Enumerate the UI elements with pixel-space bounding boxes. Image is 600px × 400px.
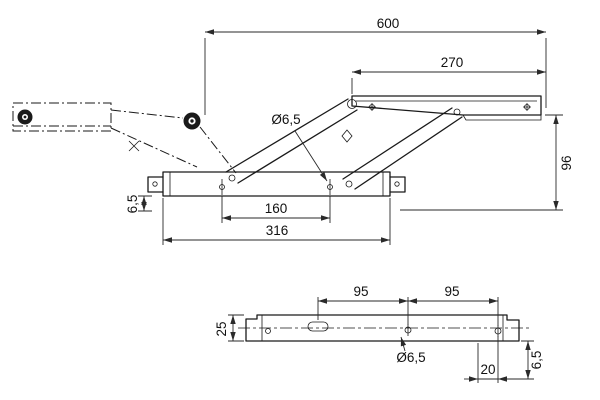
dim-95b-label: 95: [444, 284, 459, 299]
plan-hole-ticks: [407, 324, 499, 337]
hole-leader-side: [294, 130, 328, 182]
bracket-hole-left-cross: [368, 103, 376, 111]
dim-hole-spacing-plan: 95 95: [317, 284, 499, 326]
dim-20-label: 20: [480, 362, 495, 377]
phantom-cross-mark: [128, 140, 140, 152]
dim-25-label: 25: [214, 321, 229, 336]
base-plate-side: [147, 171, 406, 197]
dim-hole-callout-plan: Ø6,5: [396, 336, 426, 365]
phantom-link-lines: [110, 109, 237, 174]
dim-hole-callout-side: Ø6,5: [271, 112, 328, 182]
base-plate-bend-lines: [169, 172, 384, 196]
dim-edge-offset: 6,5: [504, 340, 544, 380]
dim-316-ext: [162, 198, 391, 245]
link-rear-lower-pivot: [228, 174, 236, 182]
phantom-bracket-outline: [12, 102, 112, 132]
dim-600-label: 600: [377, 16, 400, 31]
pivot-left-dot: [23, 115, 27, 119]
plan-slot: [307, 321, 329, 332]
link-rear-edges: [225, 98, 358, 184]
dim-65r-label: 6,5: [529, 351, 544, 370]
base-plate-right-tab: [389, 176, 406, 193]
dim-height: 96: [400, 114, 574, 211]
plan-view: 95 95 25 Ø6,5 20 6,5: [214, 284, 544, 383]
link-rear-upper-pivot: [347, 99, 357, 109]
dim-bracket-length: 270: [351, 55, 546, 94]
dim-96-label: 96: [559, 155, 574, 170]
dim-tab-offset: 6,5: [125, 195, 152, 214]
plan-bend-lines: [261, 315, 504, 341]
dim-316-label: 316: [266, 223, 289, 238]
pivot-center-dot: [190, 119, 194, 123]
dim-overall-length: 600: [204, 16, 547, 115]
link-rear: [225, 98, 358, 184]
pivot-center: [183, 112, 201, 130]
plan-outline: [245, 314, 520, 342]
link-front-lower-pivot: [345, 180, 353, 188]
right-tab-hole: [394, 181, 400, 187]
link-front: [342, 107, 463, 190]
dim-160-label: 160: [265, 201, 288, 216]
side-view: 600 270 96 Ø6,5 6,5 160: [12, 16, 574, 245]
dim-96-ext: [400, 114, 563, 211]
pivot-left: [17, 109, 33, 125]
link-front-edges: [342, 107, 463, 190]
dim-600-ext: [204, 38, 547, 115]
left-bracket-phantom: [12, 102, 353, 174]
dim-270-label: 270: [441, 55, 464, 70]
phantom-hole-diamond: [341, 129, 353, 143]
base-plate-plan: [238, 314, 530, 342]
bracket-hole-right-cross: [523, 103, 531, 111]
dim-95a-label: 95: [353, 284, 368, 299]
dim-65-label: 6,5: [125, 195, 140, 214]
hole-leader-plan: [400, 336, 407, 352]
dim-20-ext: [477, 336, 499, 383]
base-plate-left-tab: [147, 176, 164, 193]
left-tab-hole: [152, 181, 158, 187]
hole-callout-plan-label: Ø6,5: [396, 350, 425, 365]
base-plate-outline: [162, 171, 391, 197]
dim-plate-width: 25: [214, 314, 244, 342]
hole-callout-side-label: Ø6,5: [271, 112, 300, 127]
dim-65-ext: [138, 195, 152, 212]
dim-end-offset: 20: [464, 336, 512, 383]
right-bracket-step: [462, 114, 542, 121]
dim-hole-spacing: 160: [221, 196, 331, 223]
plan-hole-left: [265, 328, 271, 334]
plate-hole-centerlines: [221, 179, 331, 195]
dim-base-length: 316: [162, 198, 391, 245]
right-bracket: [351, 95, 542, 121]
link-front-upper-pivot: [453, 108, 461, 116]
